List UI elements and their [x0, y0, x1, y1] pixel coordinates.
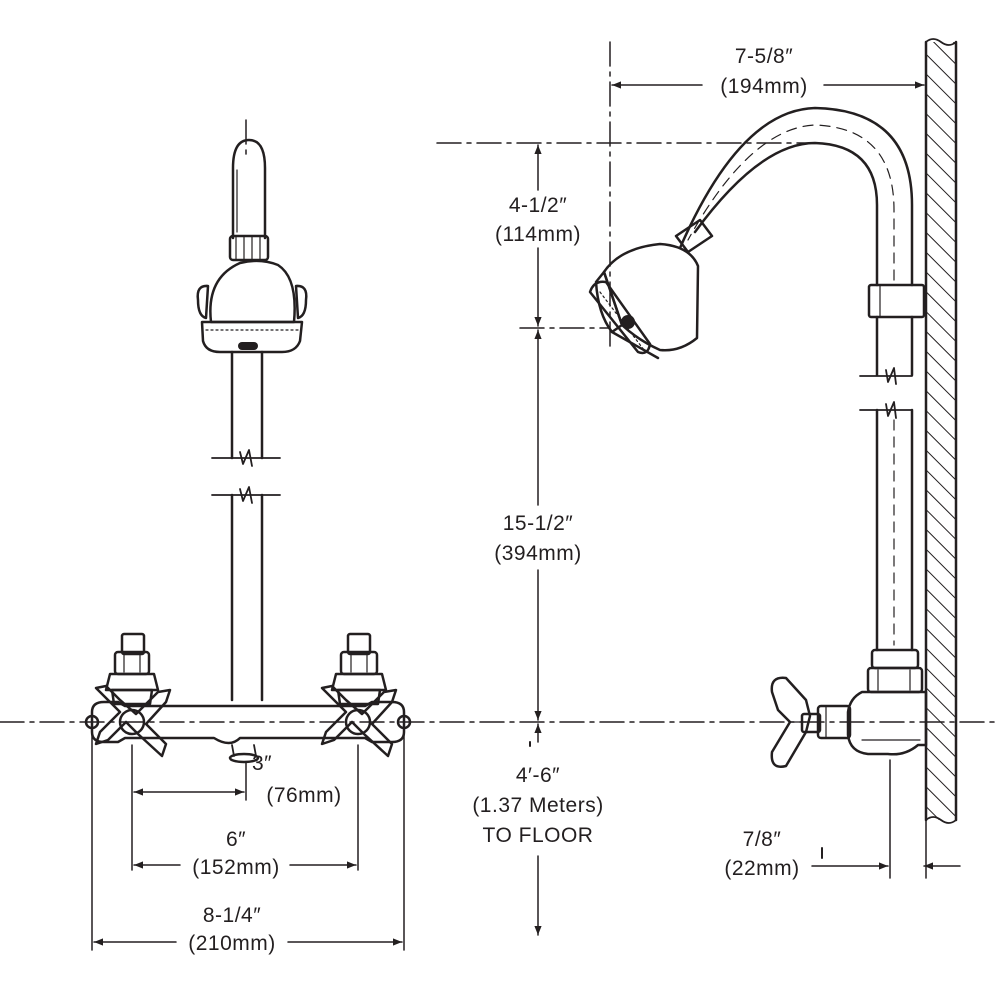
front-arm-capsule [231, 138, 267, 240]
side-valve-body [846, 690, 928, 756]
side-union-nut [866, 648, 924, 694]
label-floor-imperial: 4′-6″ [516, 764, 560, 787]
label-15-1-2-imperial: 15-1/2″ [503, 512, 574, 535]
front-head-ear-right [294, 284, 308, 320]
front-mount-hole-left [84, 714, 100, 730]
front-collar [228, 234, 270, 262]
dimension-labels: 7-5/8″ (194mm) 4-1/2″ (114mm) 15-1/2″ (3… [188, 45, 808, 955]
label-4-1-2-metric: (114mm) [495, 223, 581, 246]
front-left-cross-handle [94, 684, 172, 758]
front-view [84, 138, 412, 764]
label-7-8-metric: (22mm) [724, 857, 799, 880]
front-showerhead [209, 259, 296, 324]
front-head-face [200, 320, 304, 354]
front-outlet [228, 752, 260, 764]
label-floor-metric: (1.37 Meters) [472, 794, 603, 817]
front-left-valve [94, 632, 172, 758]
front-head-ear-left [196, 284, 210, 320]
front-mount-hole-right [396, 714, 412, 730]
label-7-5-8-imperial: 7-5/8″ [735, 45, 793, 68]
label-3-imperial: 3″ [252, 752, 272, 775]
front-right-valve [320, 632, 398, 758]
dimension-lines [91, 81, 961, 951]
side-riser-pipe [859, 315, 914, 652]
label-7-8-imperial: 7/8″ [743, 828, 782, 851]
side-wall-clamp [867, 283, 926, 319]
side-view [588, 38, 958, 824]
centerlines [0, 41, 1000, 723]
side-arm-collar [674, 218, 714, 254]
label-8-1-4-imperial: 8-1/4″ [203, 904, 261, 927]
side-gooseneck [678, 106, 914, 287]
front-riser-pipe [211, 350, 281, 702]
label-4-1-2-imperial: 4-1/2″ [509, 194, 567, 217]
label-8-1-4-metric: (210mm) [188, 932, 276, 955]
label-15-1-2-metric: (394mm) [494, 542, 582, 565]
front-right-cross-handle [320, 684, 398, 758]
label-6-imperial: 6″ [226, 828, 246, 851]
label-3-metric: (76mm) [266, 784, 341, 807]
label-7-5-8-metric: (194mm) [720, 75, 808, 98]
side-showerhead [588, 242, 700, 360]
label-floor-note: TO FLOOR [483, 824, 594, 847]
wall-hatch [926, 42, 956, 820]
side-valve-handle [770, 676, 852, 768]
label-6-metric: (152mm) [192, 856, 280, 879]
